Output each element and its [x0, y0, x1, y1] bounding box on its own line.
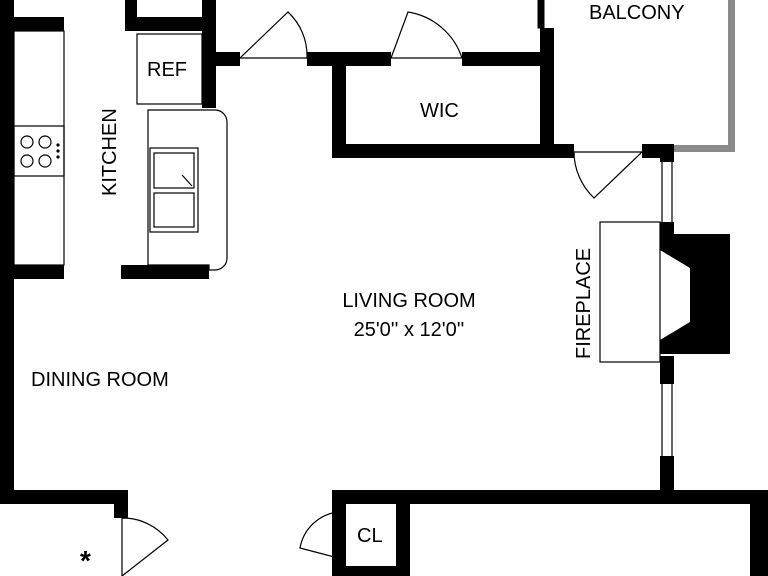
entry-marker: *: [80, 545, 91, 576]
closet-label: CL: [357, 525, 383, 547]
kitchen-fixtures: [13, 30, 228, 271]
balcony-railing: [674, 0, 735, 152]
ref-label: REF: [147, 59, 187, 81]
labels: BALCONY WIC REF KITCHEN LIVING ROOM 25'0…: [31, 2, 685, 576]
refrigerator-icon: [136, 33, 203, 105]
fireplace-label: FIREPLACE: [573, 248, 595, 359]
windows: [661, 162, 673, 456]
living-room-label: LIVING ROOM: [342, 290, 475, 312]
fireplace: [599, 221, 730, 363]
sink-icon: [149, 147, 199, 233]
living-room-dimensions: 25'0'' x 12'0'': [354, 319, 465, 341]
doors: [121, 11, 644, 576]
dining-room-label: DINING ROOM: [31, 369, 169, 391]
stove-icon: [13, 125, 65, 177]
wic-label: WIC: [420, 100, 459, 122]
balcony-label: BALCONY: [589, 2, 685, 24]
kitchen-label: KITCHEN: [99, 108, 121, 196]
